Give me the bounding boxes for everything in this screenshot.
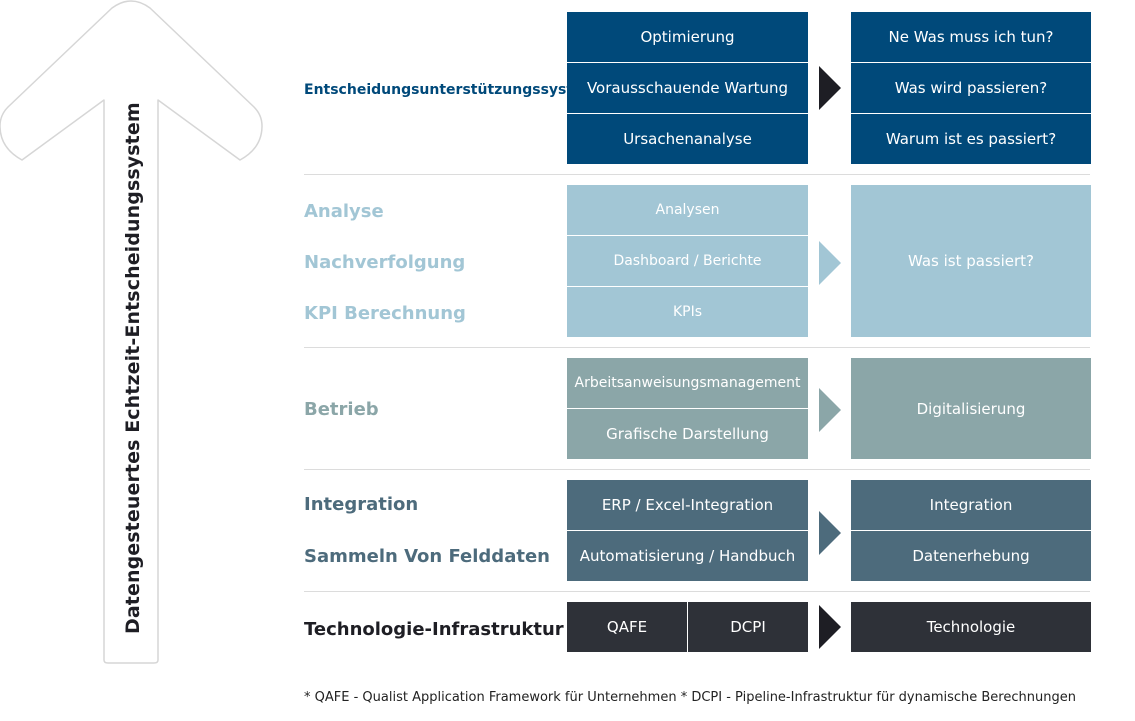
box-was-muss-ich-tun: Ne Was muss ich tun?	[851, 12, 1091, 62]
box-warum-ist-es-passiert: Warum ist es passiert?	[851, 114, 1091, 164]
box-was-ist-passiert: Was ist passiert?	[851, 185, 1091, 337]
row-label-decision-support: Entscheidungsunterstützungssystem	[304, 82, 598, 98]
row-label-nachverfolgung: Nachverfolgung	[304, 252, 466, 273]
row-label-technologie-infrastruktur: Technologie-Infrastruktur	[304, 619, 564, 640]
box-integration: Integration	[851, 480, 1091, 530]
box-datenerhebung: Datenerhebung	[851, 531, 1091, 581]
arrow-right-icon	[819, 388, 841, 432]
row-divider	[304, 469, 1090, 470]
box-optimierung: Optimierung	[567, 12, 808, 62]
box-dcpi: DCPI	[688, 602, 808, 652]
box-automatisierung-handbuch: Automatisierung / Handbuch	[567, 531, 808, 581]
box-analysen: Analysen	[567, 185, 808, 235]
arrow-right-icon	[819, 241, 841, 285]
up-arrow-icon	[0, 0, 263, 664]
row-label-kpi-berechnung: KPI Berechnung	[304, 303, 466, 324]
row-label-analyse: Analyse	[304, 201, 384, 222]
arrow-right-icon	[819, 66, 841, 110]
box-vorausschauende-wartung: Vorausschauende Wartung	[567, 63, 808, 113]
box-dashboard-berichte: Dashboard / Berichte	[567, 236, 808, 286]
arrow-right-icon	[819, 511, 841, 555]
row-label-betrieb: Betrieb	[304, 399, 379, 420]
arrow-right-icon	[819, 605, 841, 649]
box-kpis: KPIs	[567, 287, 808, 337]
row-divider	[304, 347, 1090, 348]
box-grafische-darstellung: Grafische Darstellung	[567, 409, 808, 459]
footnote: * QAFE - Qualist Application Framework f…	[304, 690, 1076, 705]
row-divider	[304, 591, 1090, 592]
box-ursachenanalyse: Ursachenanalyse	[567, 114, 808, 164]
row-divider	[304, 174, 1090, 175]
vertical-axis-label: Datengesteuertes Echtzeit-Entscheidungss…	[122, 102, 144, 634]
box-was-wird-passieren: Was wird passieren?	[851, 63, 1091, 113]
row-label-sammeln-von-felddaten: Sammeln Von Felddaten	[304, 546, 550, 567]
box-technologie: Technologie	[851, 602, 1091, 652]
row-label-integration: Integration	[304, 494, 419, 515]
box-qafe: QAFE	[567, 602, 687, 652]
box-digitalisierung: Digitalisierung	[851, 358, 1091, 459]
box-arbeitsanweisungsmanagement: Arbeitsanweisungsmanagement	[567, 358, 808, 408]
box-erp-excel-integration: ERP / Excel-Integration	[567, 480, 808, 530]
